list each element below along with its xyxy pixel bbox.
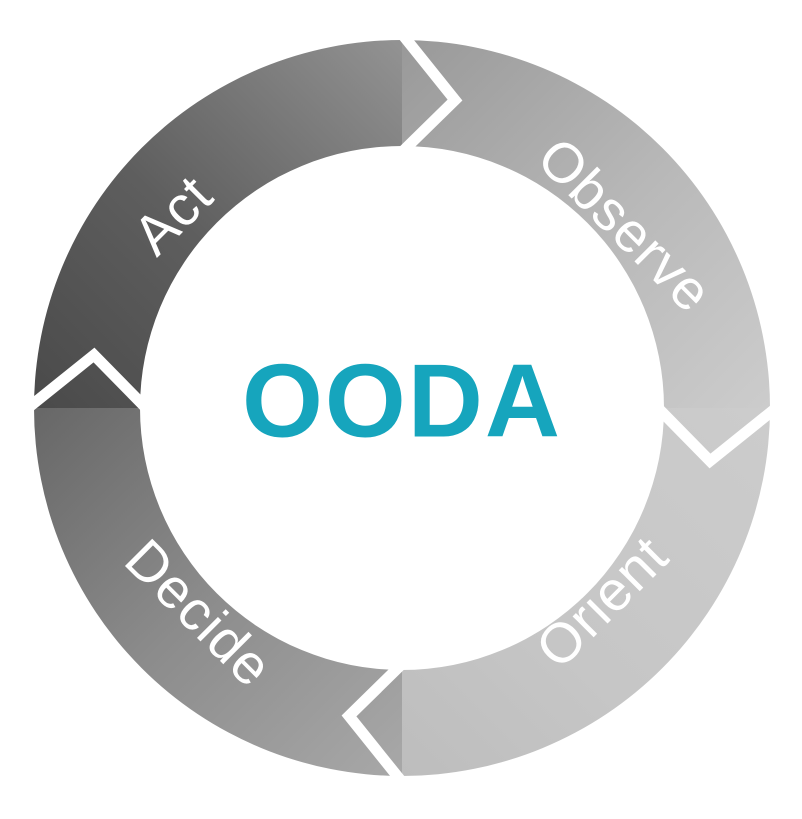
divider-left-chevron xyxy=(24,347,150,413)
segment-observe-arc xyxy=(402,40,770,408)
center-title: OODA xyxy=(242,343,562,459)
segment-decide-arc xyxy=(34,408,402,776)
segment-orient-arc xyxy=(402,408,770,776)
divider-top-chevron xyxy=(397,30,463,156)
segment-act-arc xyxy=(34,40,402,408)
divider-right-chevron xyxy=(654,403,780,469)
divider-bottom-chevron xyxy=(341,660,407,786)
